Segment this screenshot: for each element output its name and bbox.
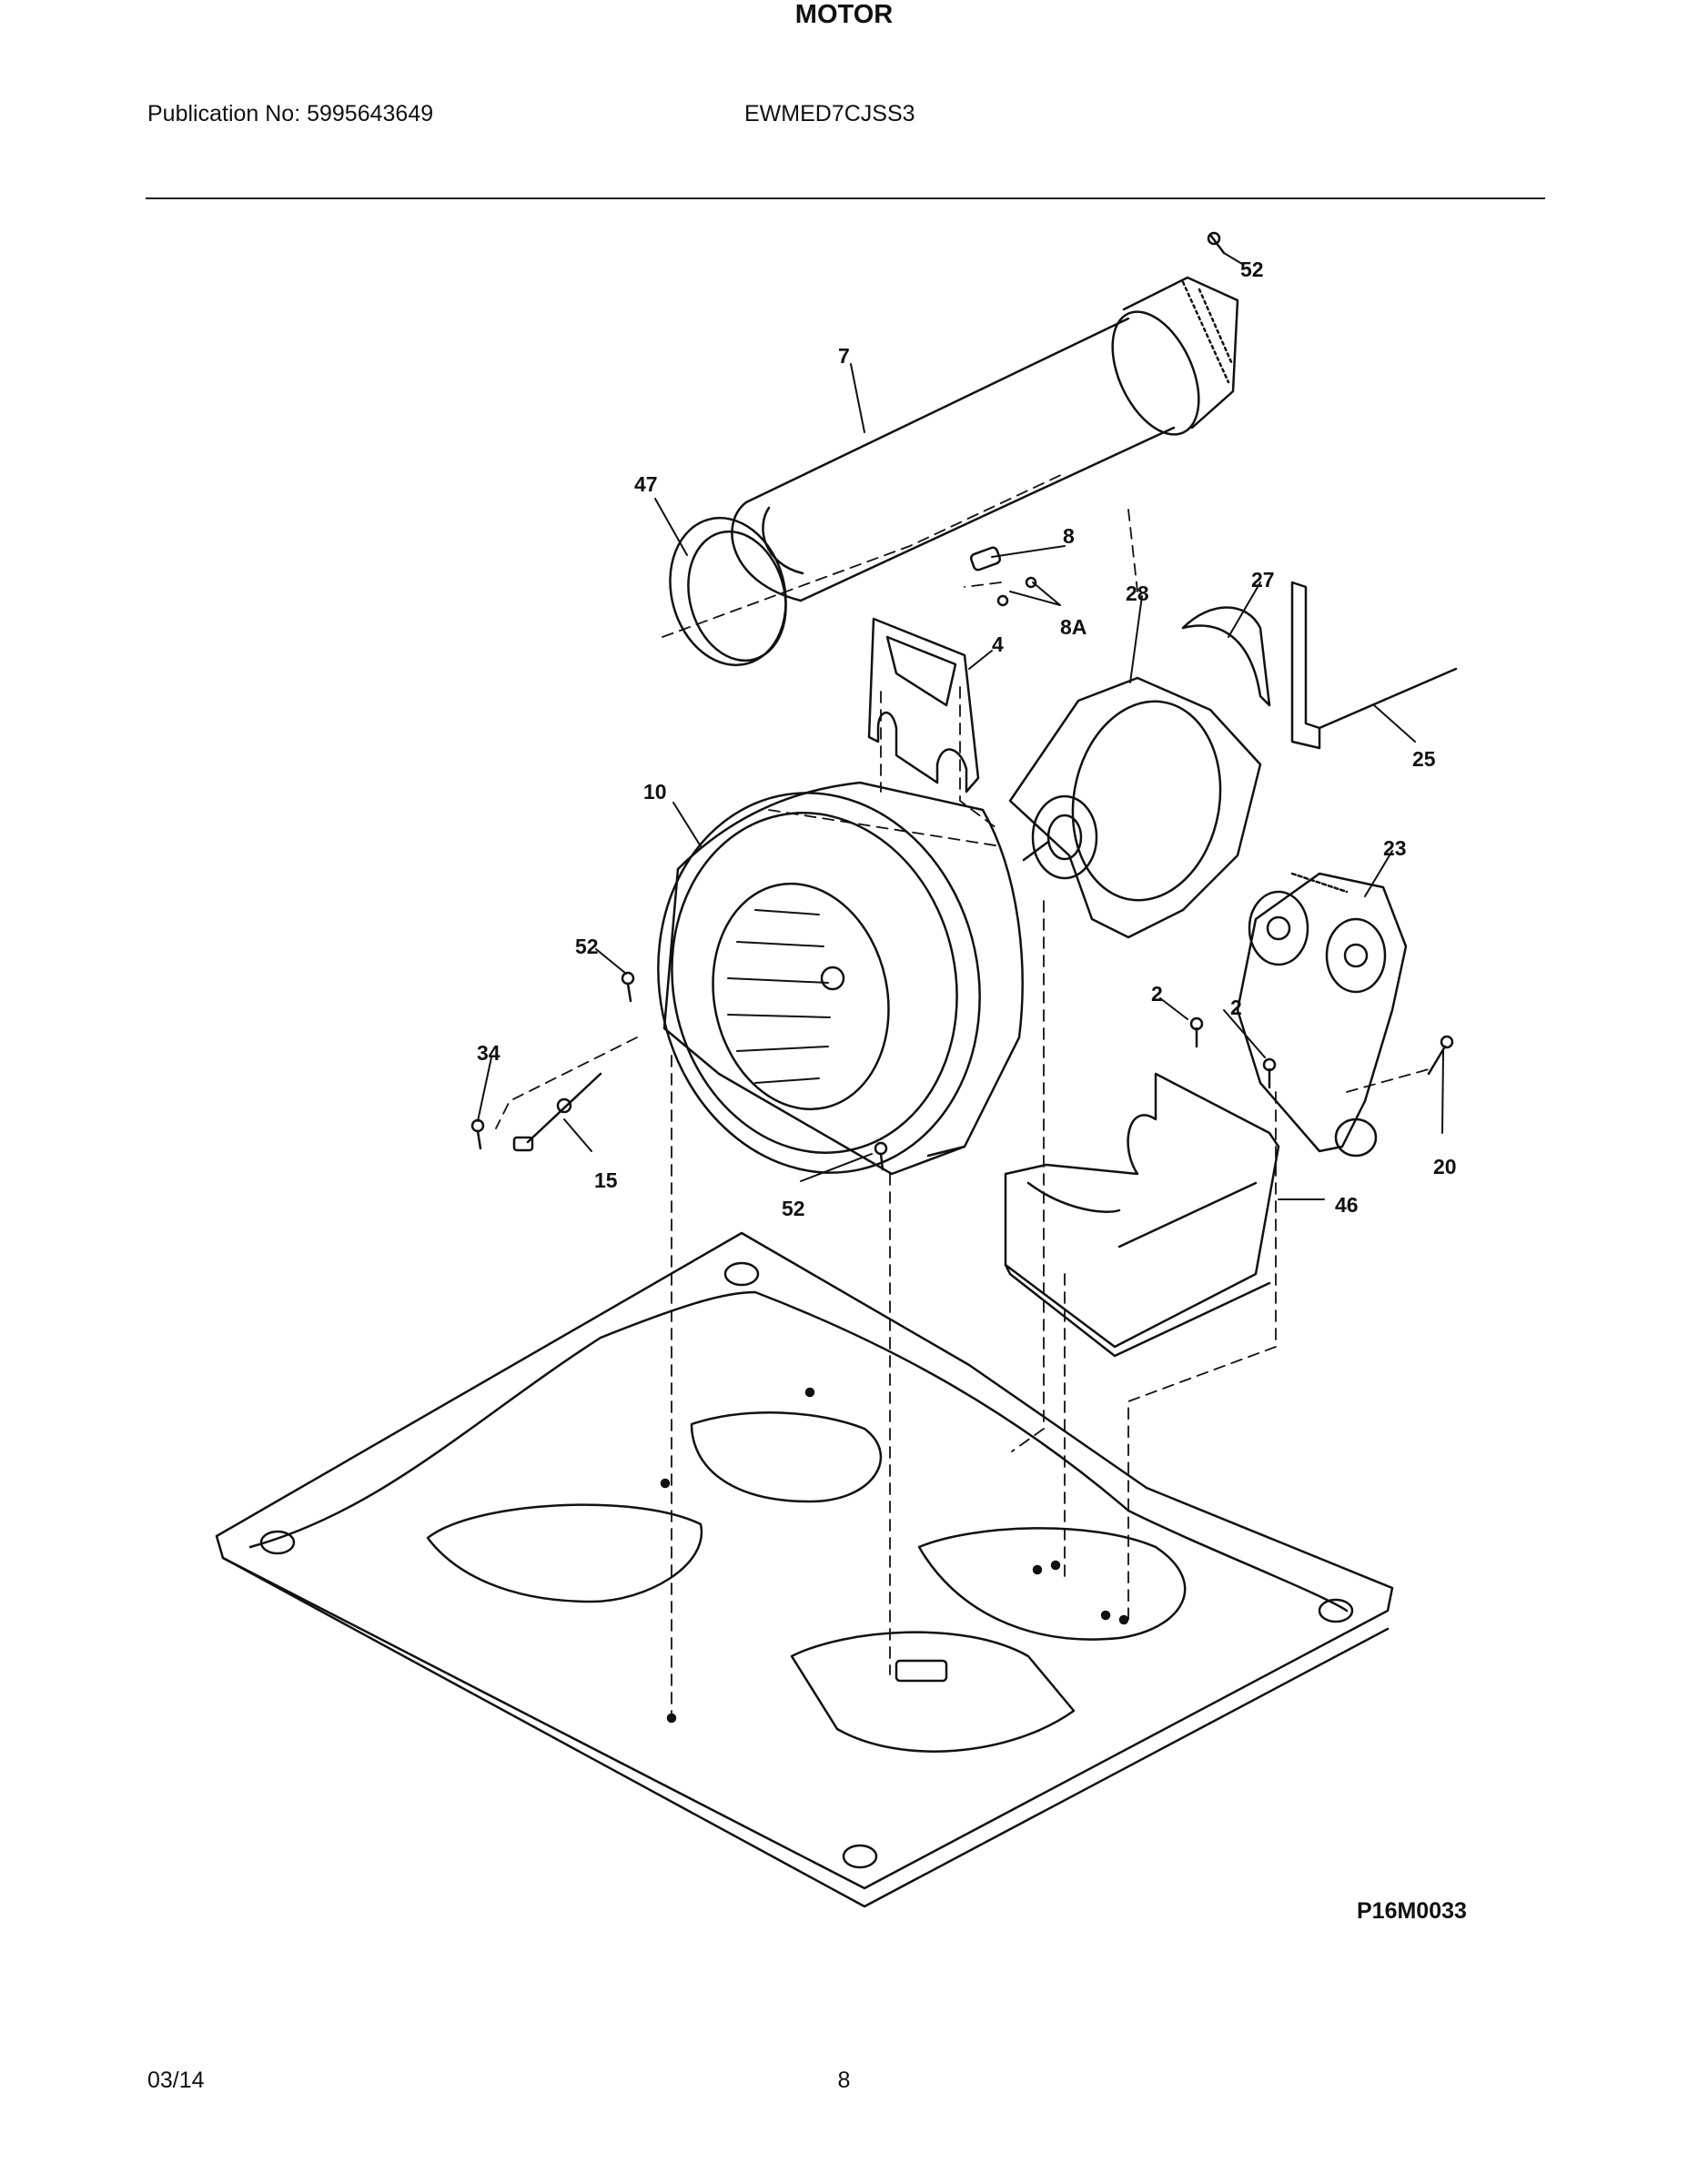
exhaust-duct-icon [731,276,1239,602]
part-label-4: 4 [992,632,1004,656]
bolt-icon [1427,1035,1454,1076]
sensor-icon [512,1072,602,1152]
page-number: 8 [837,2068,851,2093]
page-title: MOTOR [794,0,894,29]
publication-date: 03/14 [147,2068,205,2093]
duct-bracket-icon [867,617,980,794]
idler-pulley-icon [1236,872,1408,1158]
base-pan-icon [215,1231,1394,1908]
part-label-8a: 8A [1060,615,1087,639]
part-label-2: 2 [1151,982,1163,1006]
screw-icon [1207,231,1226,255]
model-number: EWMED7CJSS3 [744,101,915,126]
part-label-52: 52 [575,935,599,958]
part-label-34: 34 [477,1041,500,1065]
publication-number: Publication No: 5995643649 [147,101,434,126]
motor-mount-icon [1004,1072,1280,1358]
title-rule [146,197,1545,199]
part-label-8: 8 [1063,524,1075,548]
leader-lines [477,252,1444,1200]
part-label-2: 2 [1230,996,1242,1019]
drive-motor-icon [1008,676,1262,939]
diagram-code: P16M0033 [1357,1898,1467,1924]
duct-ring-icon [669,516,787,667]
part-label-10: 10 [643,780,667,804]
part-label-28: 28 [1126,581,1149,605]
assembly-lines [495,472,1430,1721]
part-label-27: 27 [1251,568,1275,592]
thermostat-icon [969,546,1037,607]
part-labels: 52 7 47 8 8A 4 28 27 25 10 23 52 34 2 2 … [477,258,1457,1220]
screw-icon [1189,1016,1277,1089]
part-label-46: 46 [1335,1193,1359,1217]
part-label-52: 52 [782,1197,805,1220]
blower-housing-icon [657,781,1024,1176]
part-label-25: 25 [1412,747,1436,771]
screw-icon [470,971,888,1171]
motor-strap-icon [1181,606,1271,707]
part-label-47: 47 [634,472,658,496]
part-label-20: 20 [1433,1155,1457,1178]
panel-icon [1290,581,1458,750]
part-label-7: 7 [838,344,850,368]
part-label-23: 23 [1383,836,1407,860]
part-label-15: 15 [594,1168,618,1192]
part-label-52: 52 [1240,258,1264,281]
